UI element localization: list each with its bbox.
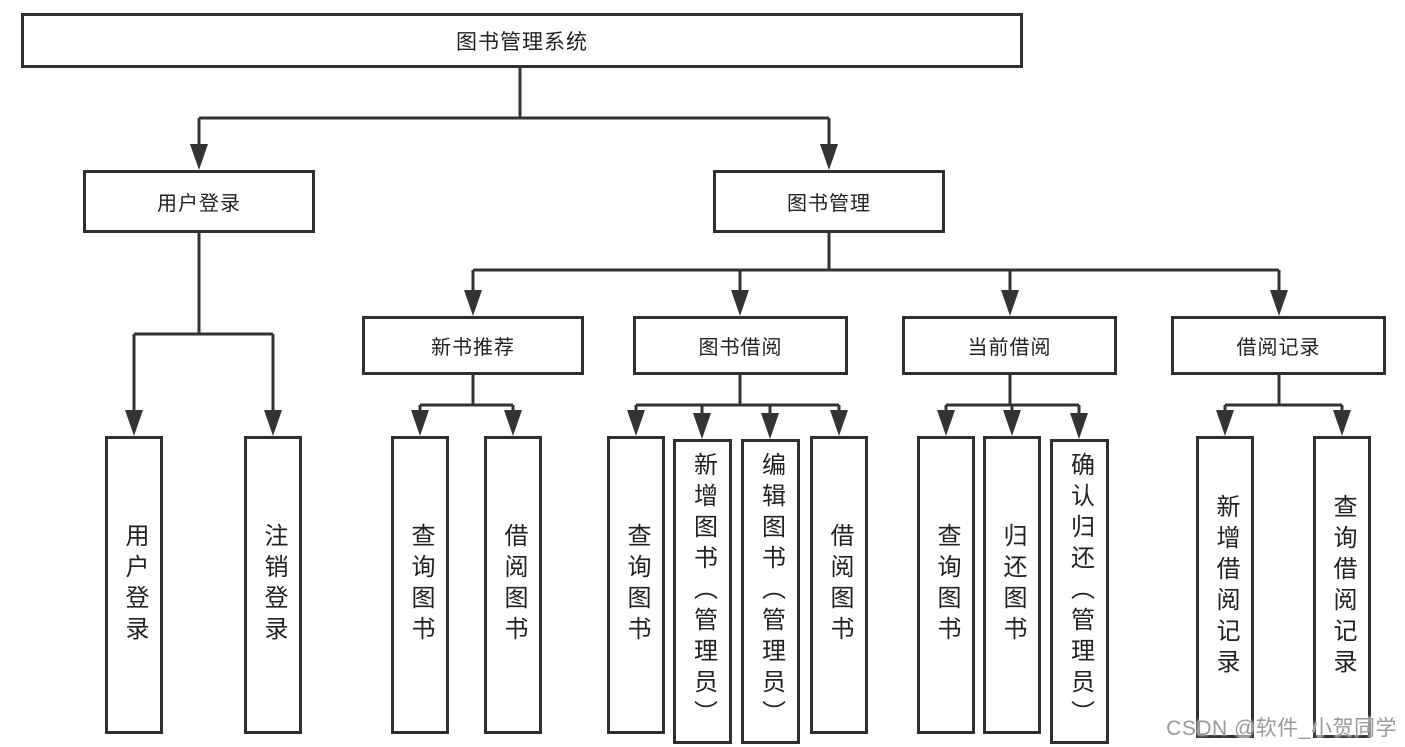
leaf-return-book: 归还图书: [983, 436, 1041, 734]
leaf-borrow-search-book: 查询图书: [607, 436, 665, 734]
node-current-borrow: 当前借阅: [902, 316, 1117, 375]
node-borrow-records: 借阅记录: [1171, 316, 1386, 375]
leaf-user-login: 用户登录: [105, 436, 163, 734]
leaf-borrow-book: 借阅图书: [810, 436, 868, 734]
leaf-confirm-return-admin: 确认归还（管理员）: [1050, 439, 1109, 744]
leaf-recommend-borrow-book: 借阅图书: [484, 436, 542, 734]
csdn-watermark: CSDN @软件_小贺同学: [1166, 717, 1397, 740]
node-user-login: 用户登录: [83, 170, 315, 233]
node-root-system: 图书管理系统: [21, 13, 1023, 68]
node-new-book-recommend: 新书推荐: [362, 316, 584, 375]
node-book-management: 图书管理: [713, 170, 945, 233]
leaf-recommend-search-book: 查询图书: [391, 436, 449, 734]
leaf-logout: 注销登录: [244, 436, 302, 734]
leaf-edit-book-admin: 编辑图书（管理员）: [741, 439, 800, 744]
node-book-borrow: 图书借阅: [633, 316, 848, 375]
leaf-current-search-book: 查询图书: [917, 436, 975, 734]
leaf-add-book-admin: 新增图书（管理员）: [673, 439, 732, 744]
leaf-add-borrow-record: 新增借阅记录: [1196, 436, 1254, 738]
leaf-search-borrow-record: 查询借阅记录: [1313, 436, 1371, 738]
